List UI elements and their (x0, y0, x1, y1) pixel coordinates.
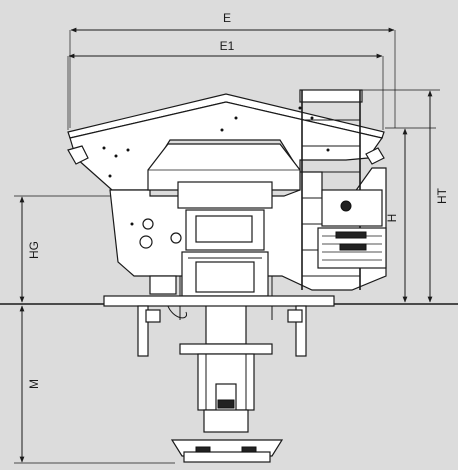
gearbox-column (179, 251, 273, 433)
dim-label-H: H (385, 214, 399, 223)
mounting-frame (103, 295, 335, 357)
hopper-bolts (102, 106, 330, 226)
hopper-lid (67, 93, 385, 191)
dim-label-E1: E1 (220, 39, 235, 53)
dim-label-HT: HT (435, 187, 449, 204)
dim-label-HG: HG (27, 241, 41, 259)
dim-label-M: M (27, 379, 41, 389)
side-engine-unit (317, 189, 387, 269)
dim-label-E: E (223, 11, 231, 25)
dimension-lines (0, 27, 458, 464)
spinner-base (170, 439, 284, 463)
left-hose-fittings (139, 218, 187, 319)
